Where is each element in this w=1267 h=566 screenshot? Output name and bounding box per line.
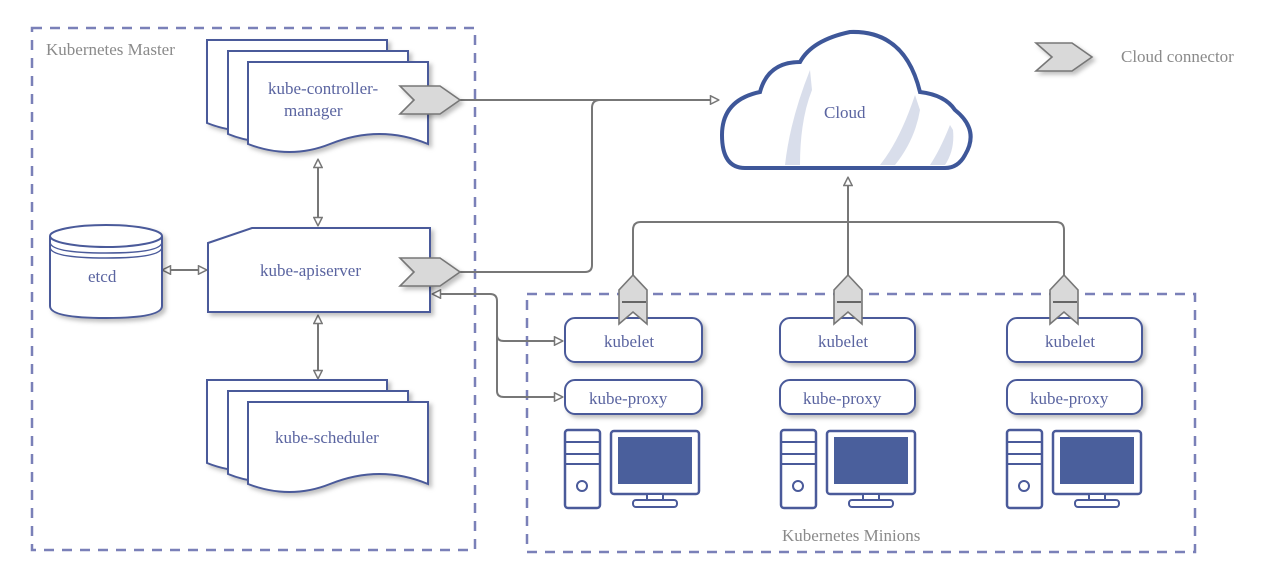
kube-proxy-label: kube-proxy: [803, 389, 882, 408]
minion-node[interactable]: kubelet kube-proxy: [1006, 273, 1143, 415]
cloud-node[interactable]: Cloud: [719, 29, 973, 170]
controller-manager-label-1: kube-controller-: [268, 79, 378, 98]
connections: [163, 99, 1065, 397]
controller-manager-label-2: manager: [284, 101, 343, 120]
cloud-label: Cloud: [824, 103, 866, 122]
scheduler-node[interactable]: kube-scheduler: [206, 379, 429, 493]
edge-apiserver-cloud: [460, 99, 601, 273]
computer-icon: [779, 428, 917, 510]
computers: [563, 428, 1143, 510]
minion-node[interactable]: kubelet kube-proxy: [779, 273, 916, 415]
computer-icon: [563, 428, 701, 510]
legend-label: Cloud connector: [1121, 47, 1234, 66]
cloud-connector-icon: [833, 273, 863, 326]
etcd-label: etcd: [88, 267, 117, 286]
cloud-connector-icon: [398, 85, 462, 115]
kubelet-label: kubelet: [604, 332, 654, 351]
etcd-database[interactable]: etcd: [49, 224, 163, 320]
controller-manager-node[interactable]: kube-controller- manager: [206, 39, 429, 153]
legend: Cloud connector: [1033, 42, 1234, 72]
cloud-connector-icon: [618, 273, 648, 326]
edge-apiserver-proxy: [496, 335, 562, 397]
minions-title: Kubernetes Minions: [782, 526, 920, 545]
kube-proxy-label: kube-proxy: [589, 389, 668, 408]
apiserver-label: kube-apiserver: [260, 261, 361, 280]
kube-proxy-label: kube-proxy: [1030, 389, 1109, 408]
minion-node[interactable]: kubelet kube-proxy: [564, 273, 703, 415]
kubelet-label: kubelet: [818, 332, 868, 351]
apiserver-node[interactable]: kube-apiserver: [207, 227, 431, 313]
computer-icon: [1005, 428, 1143, 510]
scheduler-label: kube-scheduler: [275, 428, 379, 447]
cloud-connector-icon: [1033, 42, 1094, 72]
kubelet-label: kubelet: [1045, 332, 1095, 351]
master-title: Kubernetes Master: [46, 40, 175, 59]
edge-apiserver-minion: [433, 294, 562, 341]
cloud-connector-icon: [1049, 273, 1079, 326]
cloud-connector-icon: [398, 257, 462, 287]
